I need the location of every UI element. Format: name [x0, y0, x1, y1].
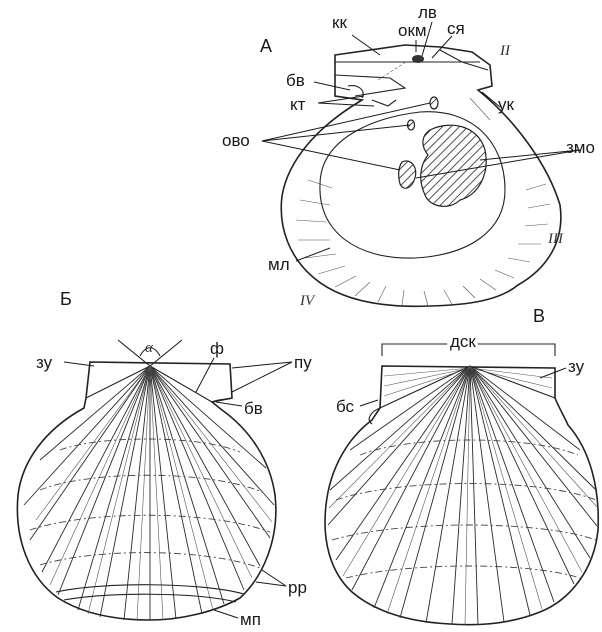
panel-v-right-valve: В дск зу бс [325, 306, 598, 625]
label-rr: рр [288, 578, 307, 597]
label-kk: кк [332, 13, 347, 32]
label-mp: мп [240, 610, 261, 629]
label-kt: кт [290, 95, 306, 114]
panel-label-b: Б [60, 289, 72, 309]
leader-bv-b [216, 402, 242, 406]
leader-bs [360, 400, 378, 406]
label-bv-a: бв [286, 71, 305, 90]
label-roman-III: III [547, 231, 564, 247]
label-f: ф [210, 339, 224, 358]
label-ml: мл [268, 255, 290, 274]
label-zu-v: зу [568, 357, 585, 376]
label-uk: ук [498, 95, 515, 114]
label-zmo: змо [566, 138, 595, 157]
label-zu-b: зу [36, 353, 53, 372]
panel-label-a: А [260, 36, 272, 56]
panel-label-v: В [533, 306, 545, 326]
label-sya: ся [447, 19, 465, 38]
label-bs: бс [336, 397, 355, 416]
label-roman-IV: IV [299, 293, 316, 309]
label-pu: пу [294, 353, 312, 372]
leader-pu-1 [232, 362, 292, 368]
label-lv: лв [418, 3, 437, 22]
label-dsk: дск [450, 332, 476, 351]
shell-v-outline [325, 366, 598, 625]
label-okm: окм [398, 21, 427, 40]
panel-b-left-valve: Б зу α ф пу бв рр мп [17, 289, 312, 629]
retractor-scar-upper [430, 97, 438, 109]
ligament-pit [412, 55, 424, 63]
leader-mp [214, 610, 238, 618]
label-bv-b: бв [244, 399, 263, 418]
leader-pu-2 [232, 362, 292, 392]
label-roman-II: II [499, 43, 511, 59]
panel-a-inner-valve: А кк окм лв ся бв кт ук ово змо мл II II… [222, 3, 595, 309]
label-ovo: ово [222, 131, 250, 150]
label-alpha: α [145, 340, 154, 356]
